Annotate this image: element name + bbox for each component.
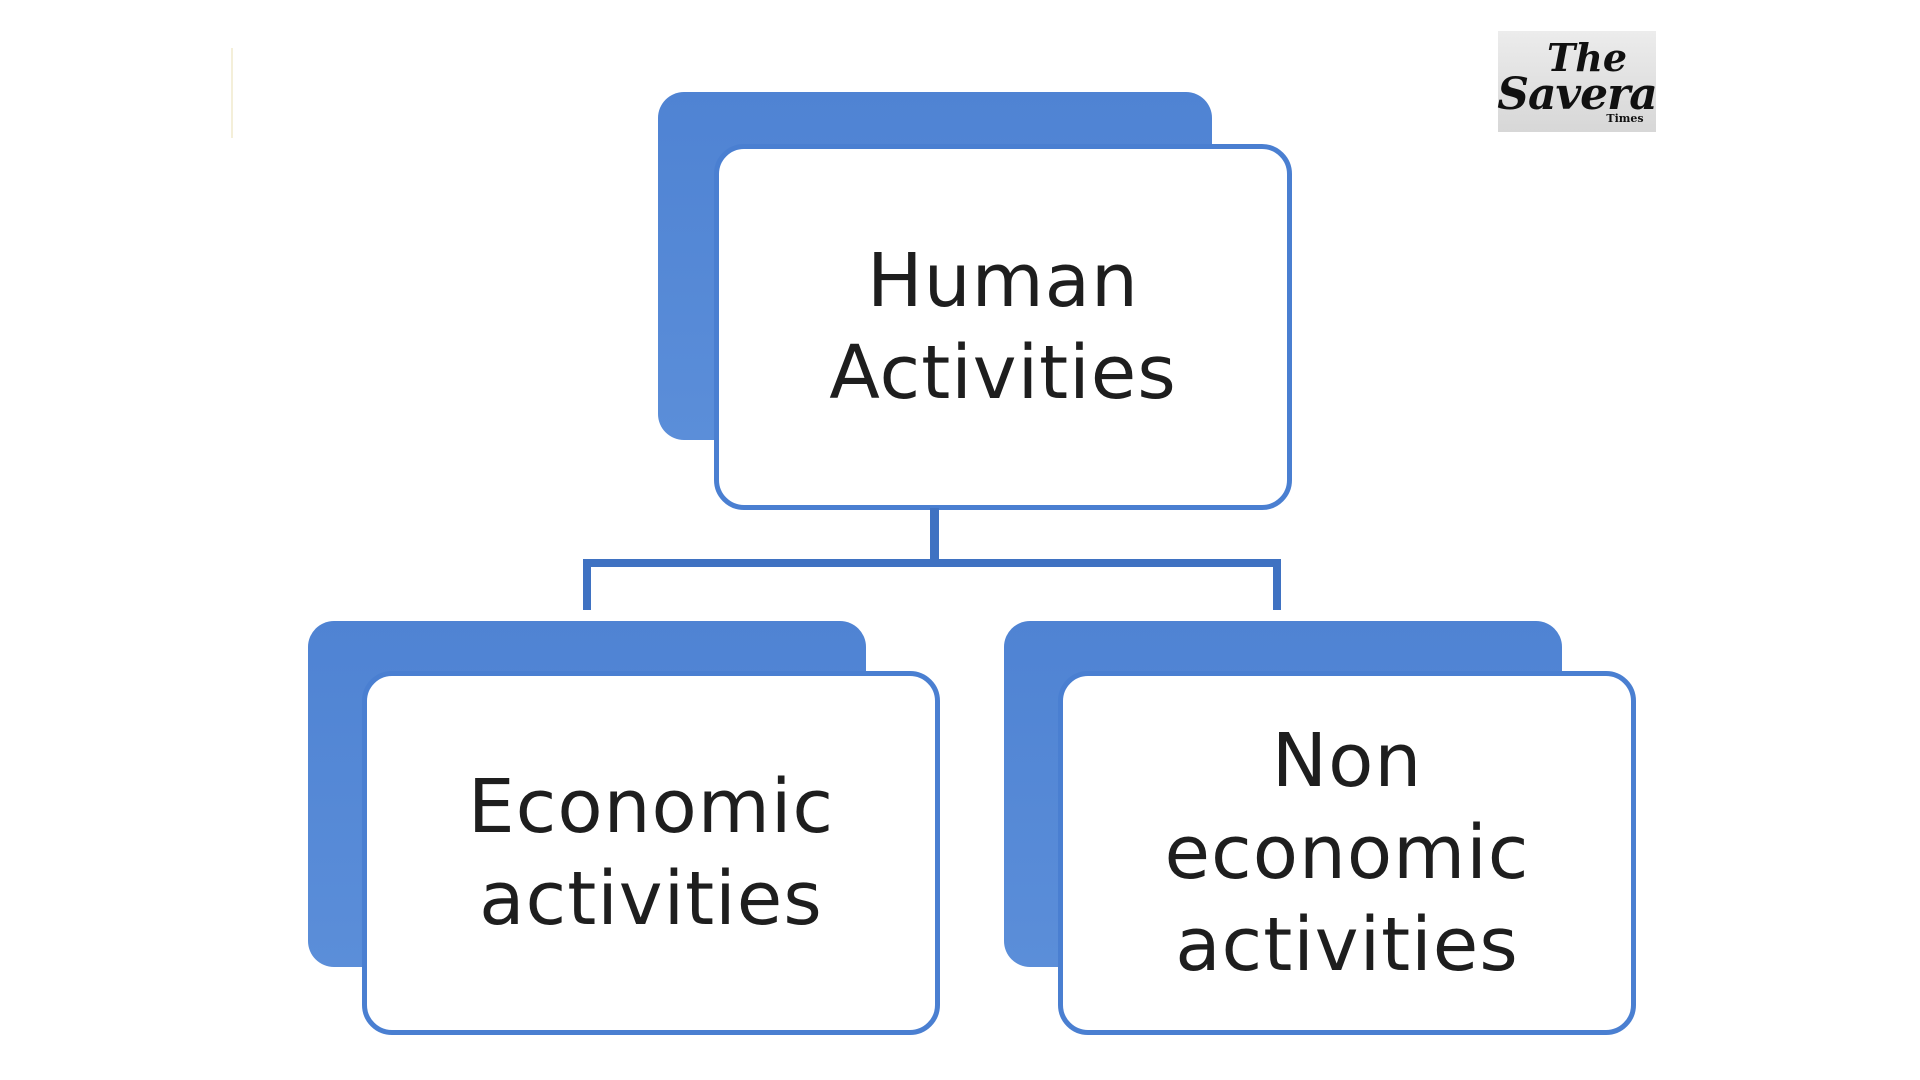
logo-line-3: Times: [1606, 112, 1644, 125]
connector-vertical-right: [1273, 559, 1281, 610]
child-node-economic-label: Economic activities: [467, 764, 835, 942]
savera-times-logo: The Savera Times: [1497, 31, 1658, 132]
root-node-label: Human Activities: [829, 238, 1177, 416]
child-node-non-economic: Non economic activities: [1004, 621, 1638, 1035]
child-node-economic-box: Economic activities: [362, 671, 940, 1035]
connector-horizontal: [583, 559, 1281, 567]
connector-vertical-left: [583, 559, 591, 610]
child-node-non-economic-box: Non economic activities: [1058, 671, 1636, 1035]
connector-vertical-root: [930, 508, 939, 566]
root-node: Human Activities: [658, 92, 1292, 510]
child-node-economic: Economic activities: [308, 621, 942, 1035]
logo-line-1: The: [1546, 35, 1628, 80]
root-node-box: Human Activities: [714, 144, 1292, 510]
logo-line-2: Savera: [1497, 69, 1658, 120]
faint-mark: [231, 48, 233, 138]
child-node-non-economic-label: Non economic activities: [1164, 718, 1530, 988]
